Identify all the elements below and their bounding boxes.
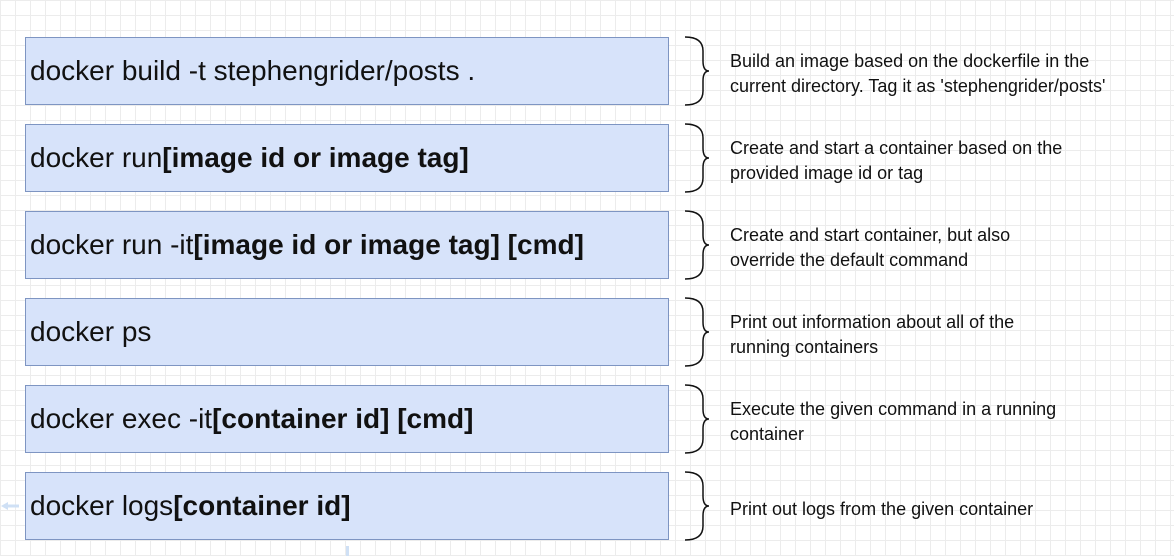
- command-argument: [image id or image tag]: [162, 142, 469, 173]
- curly-brace-icon: [684, 297, 710, 367]
- command-text: docker ps: [30, 316, 152, 347]
- description-docker-run: Create and start a container based on th…: [730, 131, 1170, 191]
- command-text: docker logs: [30, 490, 174, 521]
- curly-brace-icon: [684, 123, 710, 193]
- command-text: docker run -it: [30, 229, 194, 260]
- command-box-docker-build: docker build -t stephengrider/posts .: [25, 37, 669, 105]
- description-line: running containers: [730, 337, 879, 357]
- description-line: Create and start container, but also: [730, 225, 1011, 245]
- command-text: docker exec -it: [30, 403, 213, 434]
- edge-marker: [346, 546, 349, 556]
- description-line: Build an image based on the dockerfile i…: [730, 51, 1090, 71]
- description-line: Print out information about all of the: [730, 312, 1015, 332]
- command-text: docker build -t stephengrider/posts .: [30, 55, 476, 86]
- curly-brace-icon: [684, 210, 710, 280]
- description-line: Create and start a container based on th…: [730, 138, 1063, 158]
- command-argument: [container id]: [173, 490, 351, 521]
- command-box-docker-logs: docker logs [container id]: [25, 472, 669, 540]
- description-docker-exec: Execute the given command in a running c…: [730, 392, 1170, 452]
- command-text: docker run: [30, 142, 163, 173]
- curly-brace-icon: [684, 36, 710, 106]
- command-box-docker-ps: docker ps: [25, 298, 669, 366]
- command-box-docker-exec: docker exec -it [container id] [cmd]: [25, 385, 669, 453]
- description-docker-run-it: Create and start container, but also ove…: [730, 218, 1170, 278]
- curly-brace-icon: [684, 384, 710, 454]
- description-line: override the default command: [730, 250, 969, 270]
- command-argument: [image id or image tag] [cmd]: [193, 229, 584, 260]
- command-box-docker-run: docker run [image id or image tag]: [25, 124, 669, 192]
- description-line: Print out logs from the given container: [730, 498, 1034, 519]
- description-docker-logs: Print out logs from the given container: [730, 479, 1170, 539]
- curly-brace-icon: [684, 471, 710, 541]
- description-line: Execute the given command in a running: [730, 399, 1057, 419]
- command-box-docker-run-it: docker run -it [image id or image tag] […: [25, 211, 669, 279]
- description-line: current directory. Tag it as 'stephengri…: [730, 76, 1106, 96]
- description-docker-build: Build an image based on the dockerfile i…: [730, 44, 1170, 104]
- command-argument: [container id] [cmd]: [212, 403, 474, 434]
- description-docker-ps: Print out information about all of the r…: [730, 305, 1170, 365]
- description-line: container: [730, 424, 805, 444]
- description-line: provided image id or tag: [730, 163, 924, 183]
- left-arrow-icon: [1, 502, 19, 510]
